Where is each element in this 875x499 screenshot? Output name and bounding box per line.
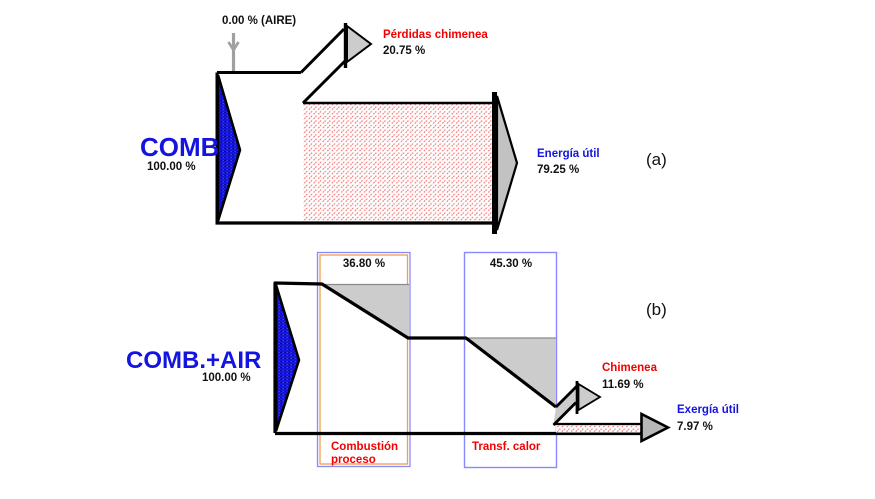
useful-energy-output-arrow-icon bbox=[492, 92, 519, 234]
fuel-input-label: COMB bbox=[140, 132, 220, 162]
useful-exergy-hatch-band bbox=[556, 425, 640, 433]
heat-transfer-box bbox=[463, 251, 558, 469]
chimney-value: 11.69 % bbox=[602, 379, 644, 391]
diagram-a bbox=[215, 23, 519, 234]
fuel-input-value: 100.00 % bbox=[147, 161, 196, 173]
air-input-arrow-icon bbox=[227, 33, 240, 71]
chimney-losses-value: 20.75 % bbox=[383, 45, 426, 57]
diagram-b-tag: (b) bbox=[646, 300, 667, 319]
useful-exergy-value: 7.97 % bbox=[677, 421, 713, 433]
fuel-input-arrow-icon bbox=[216, 74, 242, 222]
diagram-b bbox=[273, 251, 671, 469]
chimney-arrow-b-icon bbox=[552, 381, 602, 426]
combustion-process-box bbox=[316, 251, 411, 468]
heat-transfer-label: Transf. calor bbox=[472, 441, 541, 453]
fuel-air-input-label: COMB.+AIR bbox=[126, 347, 262, 374]
fuel-air-input-value: 100.00 % bbox=[202, 372, 251, 384]
chimney-loss-arrow-icon bbox=[299, 23, 373, 105]
useful-energy-hatch-area bbox=[303, 104, 493, 222]
combustion-loss-value: 36.80 % bbox=[342, 258, 386, 270]
chimney-label: Chimenea bbox=[602, 362, 657, 374]
combustion-process-label-line2: proceso bbox=[331, 454, 376, 467]
fuel-air-input-arrow-icon bbox=[274, 284, 301, 432]
diagram-a-tag: (a) bbox=[646, 150, 667, 169]
combustion-process-label-line1: Combustión bbox=[331, 441, 399, 453]
air-input-label: 0.00 % (AIRE) bbox=[222, 15, 297, 27]
useful-energy-value: 79.25 % bbox=[537, 164, 580, 176]
transfer-loss-value: 45.30 % bbox=[489, 258, 533, 270]
useful-exergy-label: Exergía útil bbox=[677, 404, 739, 416]
useful-energy-label: Energía útil bbox=[537, 148, 600, 160]
combustion-process-label: Combustión proceso bbox=[331, 441, 398, 467]
chimney-losses-label: Pérdidas chimenea bbox=[383, 29, 488, 41]
useful-exergy-arrow-icon bbox=[640, 411, 671, 444]
